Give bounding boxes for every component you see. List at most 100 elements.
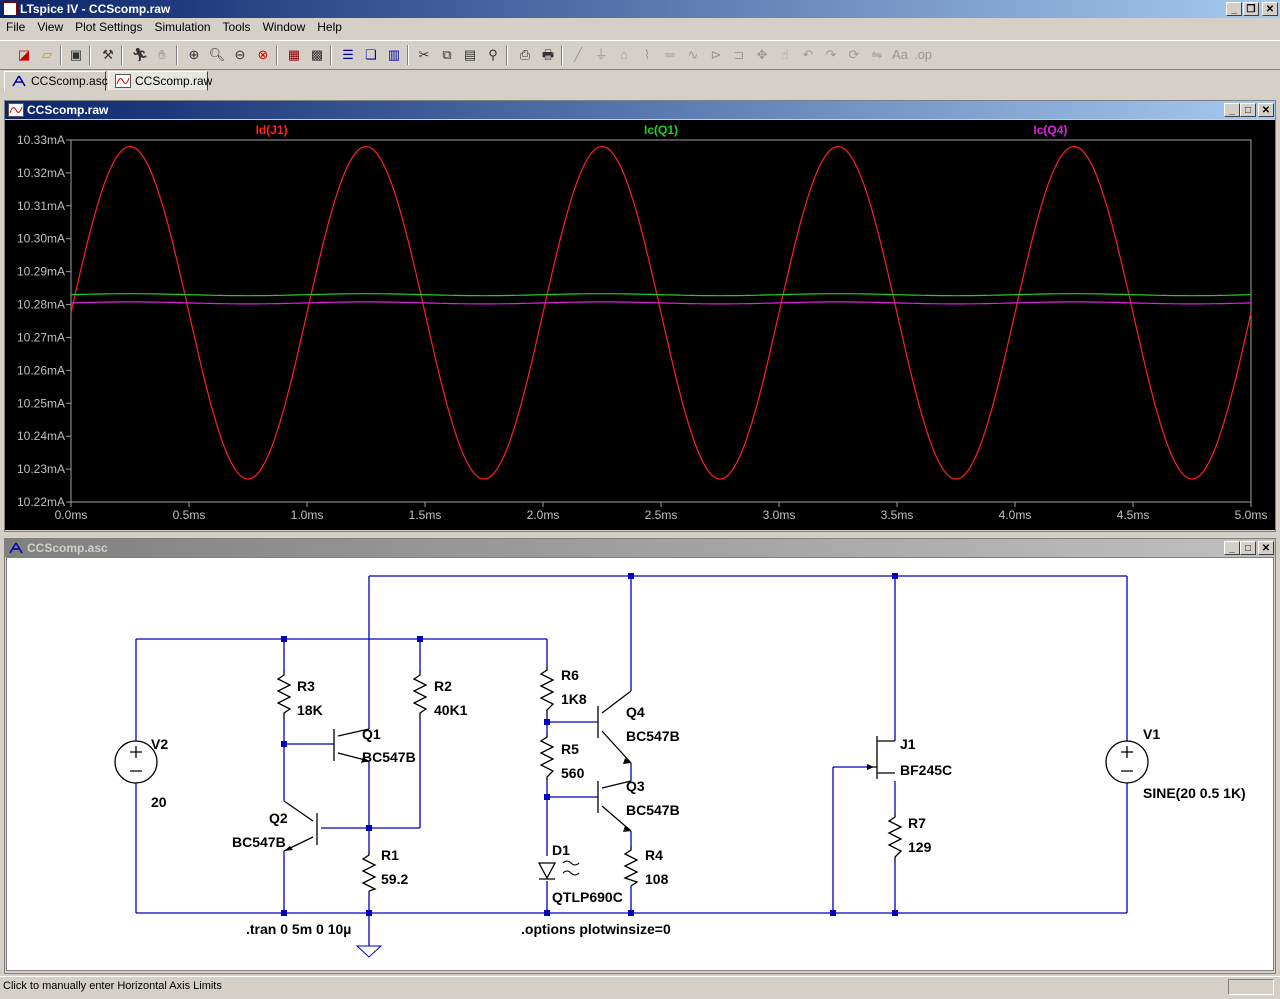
redo-icon[interactable]: ↷ — [825, 47, 837, 62]
resistor-icon[interactable]: ⌇ — [643, 47, 651, 62]
print-preview-icon[interactable]: ⎙ — [519, 47, 531, 62]
series-line-idj1 — [70, 145, 1252, 480]
tran-directive[interactable]: .tran 0 5m 0 10µ — [246, 921, 351, 937]
inductor-icon[interactable]: ∿ — [687, 47, 699, 62]
restore-button[interactable]: ❐ — [1243, 2, 1259, 16]
zoom-out-icon[interactable]: ⊖ — [234, 47, 246, 62]
wire-icon[interactable]: ╱ — [574, 47, 582, 62]
q4-ref[interactable]: Q4 — [626, 704, 645, 720]
r6-ref[interactable]: R6 — [561, 667, 579, 683]
v1-value[interactable]: SINE(20 0.5 1K) — [1143, 785, 1246, 801]
schematic-minimize-button[interactable]: _ — [1224, 541, 1240, 555]
schematic-drawing[interactable]: V2 20 R3 18K R2 40K1 Q1 BC547B Q2 BC547B… — [7, 558, 1273, 970]
menu-help[interactable]: Help — [317, 20, 342, 34]
r7-ref[interactable]: R7 — [908, 815, 926, 831]
schematic-maximize-button[interactable]: □ — [1240, 541, 1256, 555]
tab-ccscomp-asc[interactable]: CCScomp.asc — [4, 71, 108, 91]
diode-icon[interactable]: ⊳ — [710, 47, 722, 62]
zoom-cancel-icon[interactable]: ⊗ — [257, 47, 269, 62]
q3-ref[interactable]: Q3 — [626, 778, 645, 794]
drag-icon[interactable]: ☝︎ — [781, 47, 789, 62]
undo-icon[interactable]: ↶ — [802, 47, 814, 62]
r1-value[interactable]: 59.2 — [381, 871, 408, 887]
status-panel — [1228, 979, 1274, 995]
q1-ref[interactable]: Q1 — [362, 726, 381, 742]
q4-value[interactable]: BC547B — [626, 728, 680, 744]
spice-directive-icon[interactable]: .op — [913, 47, 933, 62]
save-icon[interactable]: ▣ — [69, 47, 83, 62]
run-icon[interactable]: 🏃︎ — [131, 47, 149, 62]
open-icon[interactable]: ▱ — [42, 47, 52, 62]
paste-icon[interactable]: ▤ — [463, 47, 477, 62]
autorange-icon[interactable]: ▦ — [287, 47, 301, 62]
menu-tools[interactable]: Tools — [222, 20, 251, 34]
q2-ref[interactable]: Q2 — [269, 810, 288, 826]
d1-value[interactable]: QTLP690C — [552, 889, 623, 905]
r1-ref[interactable]: R1 — [381, 847, 399, 863]
capacitor-icon[interactable]: ═ — [665, 47, 675, 62]
control-panel-icon[interactable]: ⚒ — [102, 47, 114, 62]
options-directive[interactable]: .options plotwinsize=0 — [521, 921, 671, 937]
cascade-icon[interactable]: ❏ — [365, 47, 377, 62]
waveform-chart[interactable]: 10.33mA10.32mA10.31mA10.30mA10.29mA10.28… — [5, 120, 1275, 530]
schematic-canvas[interactable]: V2 20 R3 18K R2 40K1 Q1 BC547B Q2 BC547B… — [6, 557, 1274, 971]
status-text: Click to manually enter Horizontal Axis … — [3, 980, 222, 992]
y-tick-label: 10.32mA — [17, 166, 65, 180]
q3-value[interactable]: BC547B — [626, 802, 680, 818]
r5-value[interactable]: 560 — [561, 765, 585, 781]
r3-ref[interactable]: R3 — [297, 678, 315, 694]
view-grid-icon[interactable]: ▩ — [310, 47, 324, 62]
label-icon[interactable]: ⌂ — [620, 47, 628, 62]
v2-ref[interactable]: V2 — [151, 736, 168, 752]
r5-ref[interactable]: R5 — [561, 741, 579, 757]
find-icon[interactable]: ⚲ — [488, 47, 498, 62]
copy-icon[interactable]: ⧉ — [442, 47, 452, 62]
v2-value[interactable]: 20 — [151, 794, 167, 810]
y-tick-label: 10.27mA — [17, 330, 65, 344]
r3-value[interactable]: 18K — [297, 702, 323, 718]
minimize-button[interactable]: _ — [1226, 2, 1242, 16]
d1-ref[interactable]: D1 — [552, 842, 570, 858]
menu-simulation[interactable]: Simulation — [154, 20, 211, 34]
r6-value[interactable]: 1K8 — [561, 691, 587, 707]
menu-window[interactable]: Window — [262, 20, 306, 34]
schematic-close-button[interactable]: ✕ — [1258, 541, 1274, 555]
q1-value[interactable]: BC547B — [362, 749, 416, 765]
plot-minimize-button[interactable]: _ — [1224, 103, 1240, 117]
y-tick-label: 10.26mA — [17, 363, 65, 377]
tile-vertical-icon[interactable]: ▥ — [387, 47, 401, 62]
j1-value[interactable]: BF245C — [900, 762, 952, 778]
r7-value[interactable]: 129 — [908, 839, 932, 855]
zoom-in-icon[interactable]: ⊕ — [188, 47, 200, 62]
cut-icon[interactable]: ✂ — [418, 47, 430, 62]
ltspice-app-icon[interactable] — [3, 2, 17, 16]
move-icon[interactable]: ✥ — [756, 47, 768, 62]
plot-maximize-button[interactable]: □ — [1240, 103, 1256, 117]
rotate-icon[interactable]: ⟳ — [848, 47, 860, 62]
tile-horizontal-icon[interactable]: ☰ — [342, 47, 354, 62]
close-button[interactable]: ✕ — [1262, 2, 1278, 16]
halt-icon[interactable]: ✋︎ — [158, 47, 166, 62]
mirror-icon[interactable]: ⇋ — [871, 47, 883, 62]
plot-close-button[interactable]: ✕ — [1258, 103, 1274, 117]
q2-value[interactable]: BC547B — [232, 834, 286, 850]
zoom-box-icon[interactable]: 🔍︎ — [208, 47, 226, 62]
print-icon[interactable]: 🖶︎ — [541, 47, 555, 62]
r2-value[interactable]: 40K1 — [434, 702, 468, 718]
tab-ccscomp-raw[interactable]: CCScomp.raw — [108, 71, 212, 91]
r4-ref[interactable]: R4 — [645, 847, 663, 863]
menu-file[interactable]: File — [6, 20, 26, 34]
r4-value[interactable]: 108 — [645, 871, 669, 887]
j1-ref[interactable]: J1 — [900, 736, 916, 752]
menu-view[interactable]: View — [37, 20, 64, 34]
ground-icon[interactable]: ⏚ — [594, 47, 608, 62]
v1-ref[interactable]: V1 — [1143, 726, 1160, 742]
menu-plot-settings[interactable]: Plot Settings — [75, 20, 143, 34]
y-tick-label: 10.28mA — [17, 298, 65, 312]
text-icon[interactable]: Aa — [892, 47, 908, 62]
new-schematic-icon[interactable]: ◪ — [17, 47, 31, 62]
plot-window-title-bar: CCScomp.raw _ □ ✕ — [5, 101, 1275, 119]
r2-ref[interactable]: R2 — [434, 678, 452, 694]
component-icon[interactable]: ⊐ — [733, 47, 745, 62]
